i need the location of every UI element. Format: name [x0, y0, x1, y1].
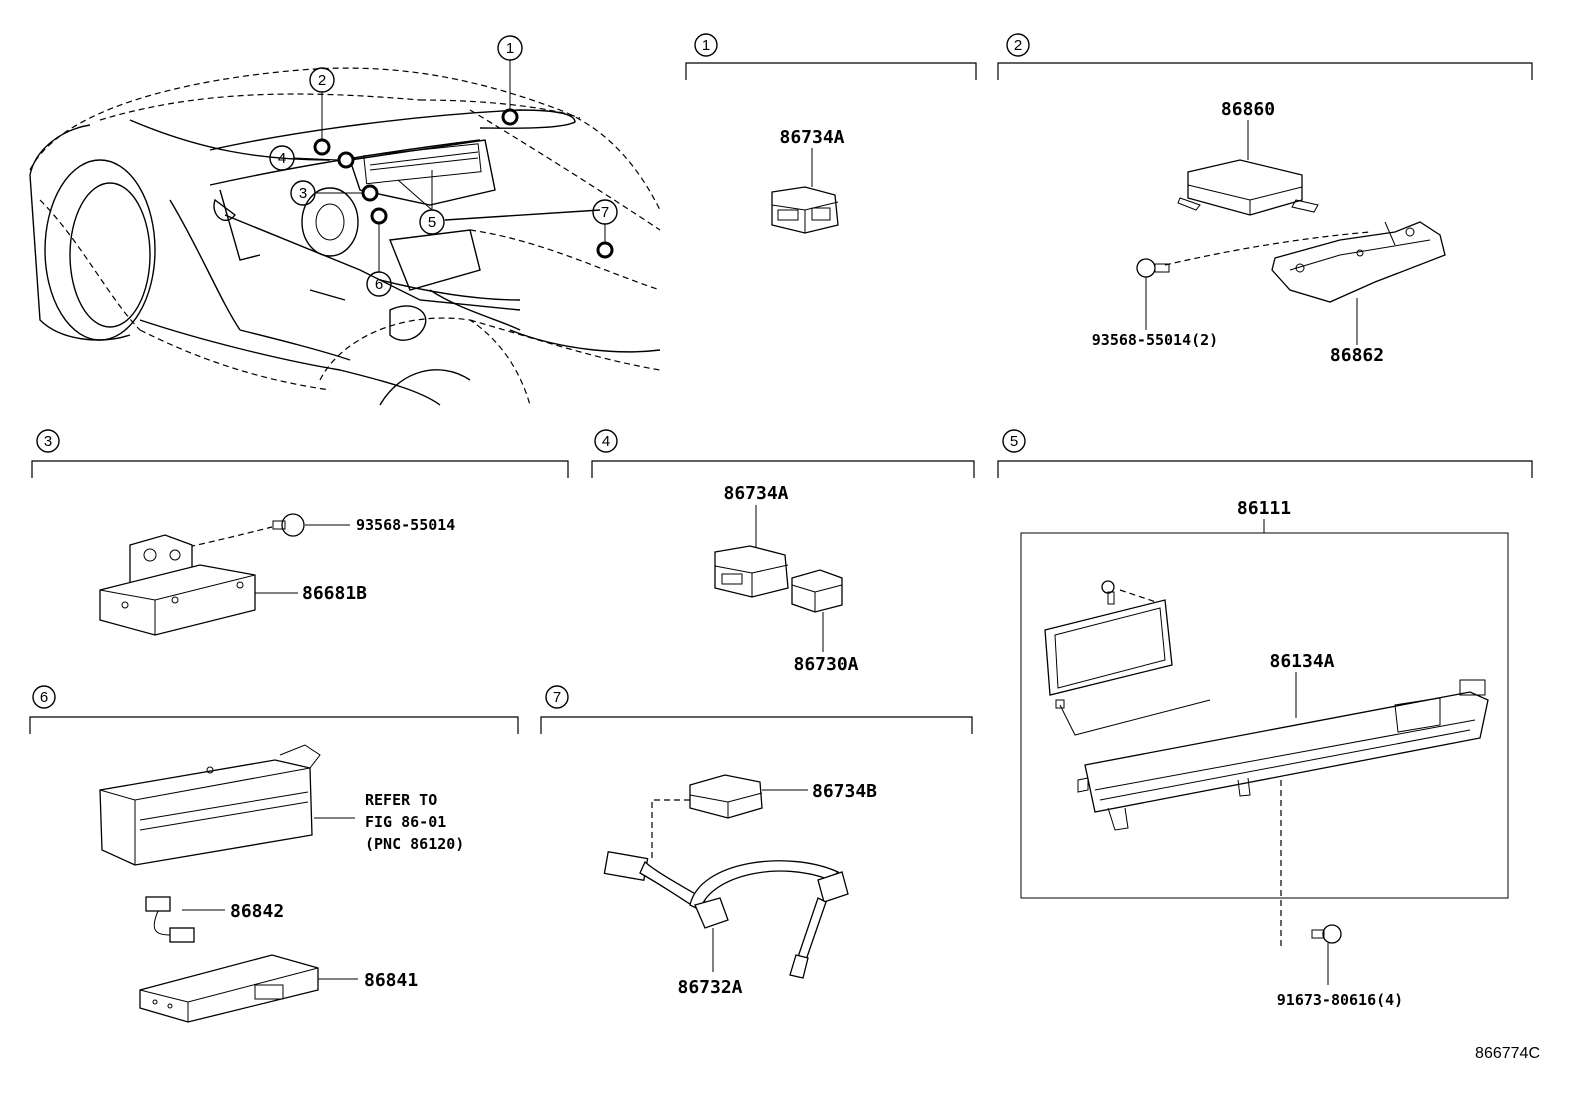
section-4-number: 4 [602, 433, 610, 450]
part-86842-drawing [145, 896, 195, 943]
section-2-number: 2 [1014, 37, 1022, 54]
part-86732A-label: 86732A [677, 977, 742, 998]
callout-6 [366, 271, 392, 297]
callout-2-label: 2 [318, 72, 326, 89]
part-86860-drawing [1177, 159, 1319, 216]
part-86862-label: 86862 [1330, 345, 1384, 366]
section-2: 2 86860 93568-55014(2) 86862 [997, 33, 1533, 366]
callout-4-label: 4 [278, 150, 286, 167]
note-fig-ref: FIG 86-01 [365, 813, 446, 831]
section-5-number: 5 [1010, 433, 1018, 450]
callout-5-label: 5 [428, 214, 436, 231]
note-refer-to: REFER TO [365, 791, 437, 809]
part-86730A-drawing [791, 569, 843, 613]
part-86681B-label: 86681B [302, 583, 367, 604]
part-93568-55014-label: 93568-55014 [356, 516, 455, 534]
section-4: 4 86734A 86730A [591, 429, 975, 675]
section-6-number: 6 [40, 689, 48, 706]
section-1: 1 86734A [685, 33, 977, 234]
callout-1-label: 1 [506, 40, 514, 57]
vehicle-overview [29, 67, 661, 406]
part-86732A-drawing [603, 850, 849, 979]
figure-id: 866774C [1475, 1045, 1540, 1062]
section-3-number: 3 [44, 433, 52, 450]
part-86734B-drawing [689, 774, 763, 819]
part-86734B-label: 86734B [812, 781, 877, 802]
part-86842-label: 86842 [230, 901, 284, 922]
overview-callouts: 1 2 4 3 6 5 7 [269, 35, 618, 297]
part-86681B-drawing [99, 534, 256, 636]
bolt-91673-80616-drawing [1311, 924, 1342, 944]
part-86860-label: 86860 [1221, 99, 1275, 120]
part-86111-label: 86111 [1237, 498, 1291, 519]
part-86841-label: 86841 [364, 970, 418, 991]
part-86134A-drawing [1077, 679, 1489, 831]
callout-7-label: 7 [601, 204, 609, 221]
section-5: 5 86111 86134A [997, 429, 1533, 1009]
part-91673-80616-label: 91673-80616(4) [1277, 991, 1403, 1009]
section-3: 3 93568-55014 86681B [31, 429, 569, 636]
display-unit-drawing [1044, 580, 1211, 736]
section-6: 6 REFER TO FIG 86-01 (PNC 86120) 86842 [29, 685, 519, 1023]
section-1-number: 1 [702, 37, 710, 54]
section-7-number: 7 [553, 689, 561, 706]
part-86734A-drawing [771, 186, 839, 234]
audio-unit-drawing [99, 744, 321, 866]
part-86730A-label: 86730A [793, 654, 858, 675]
section-7: 7 86734B 86732A [540, 685, 973, 998]
part-93568-55014-2-label: 93568-55014(2) [1092, 331, 1218, 349]
part-86734A-s4-drawing [714, 545, 789, 598]
callout-6-label: 6 [375, 276, 383, 293]
bolt-93568-55014-2-drawing [1136, 258, 1170, 278]
part-86734A-s4-label: 86734A [723, 483, 788, 504]
part-86734A-label: 86734A [779, 127, 844, 148]
part-86862-drawing [1271, 221, 1446, 303]
part-86134A-label: 86134A [1269, 651, 1334, 672]
assembly-86111-box [1020, 532, 1509, 899]
part-86841-drawing [139, 954, 319, 1023]
bolt-93568-55014-drawing [272, 513, 305, 537]
note-pnc-ref: (PNC 86120) [365, 835, 464, 853]
callout-3-label: 3 [299, 185, 307, 202]
